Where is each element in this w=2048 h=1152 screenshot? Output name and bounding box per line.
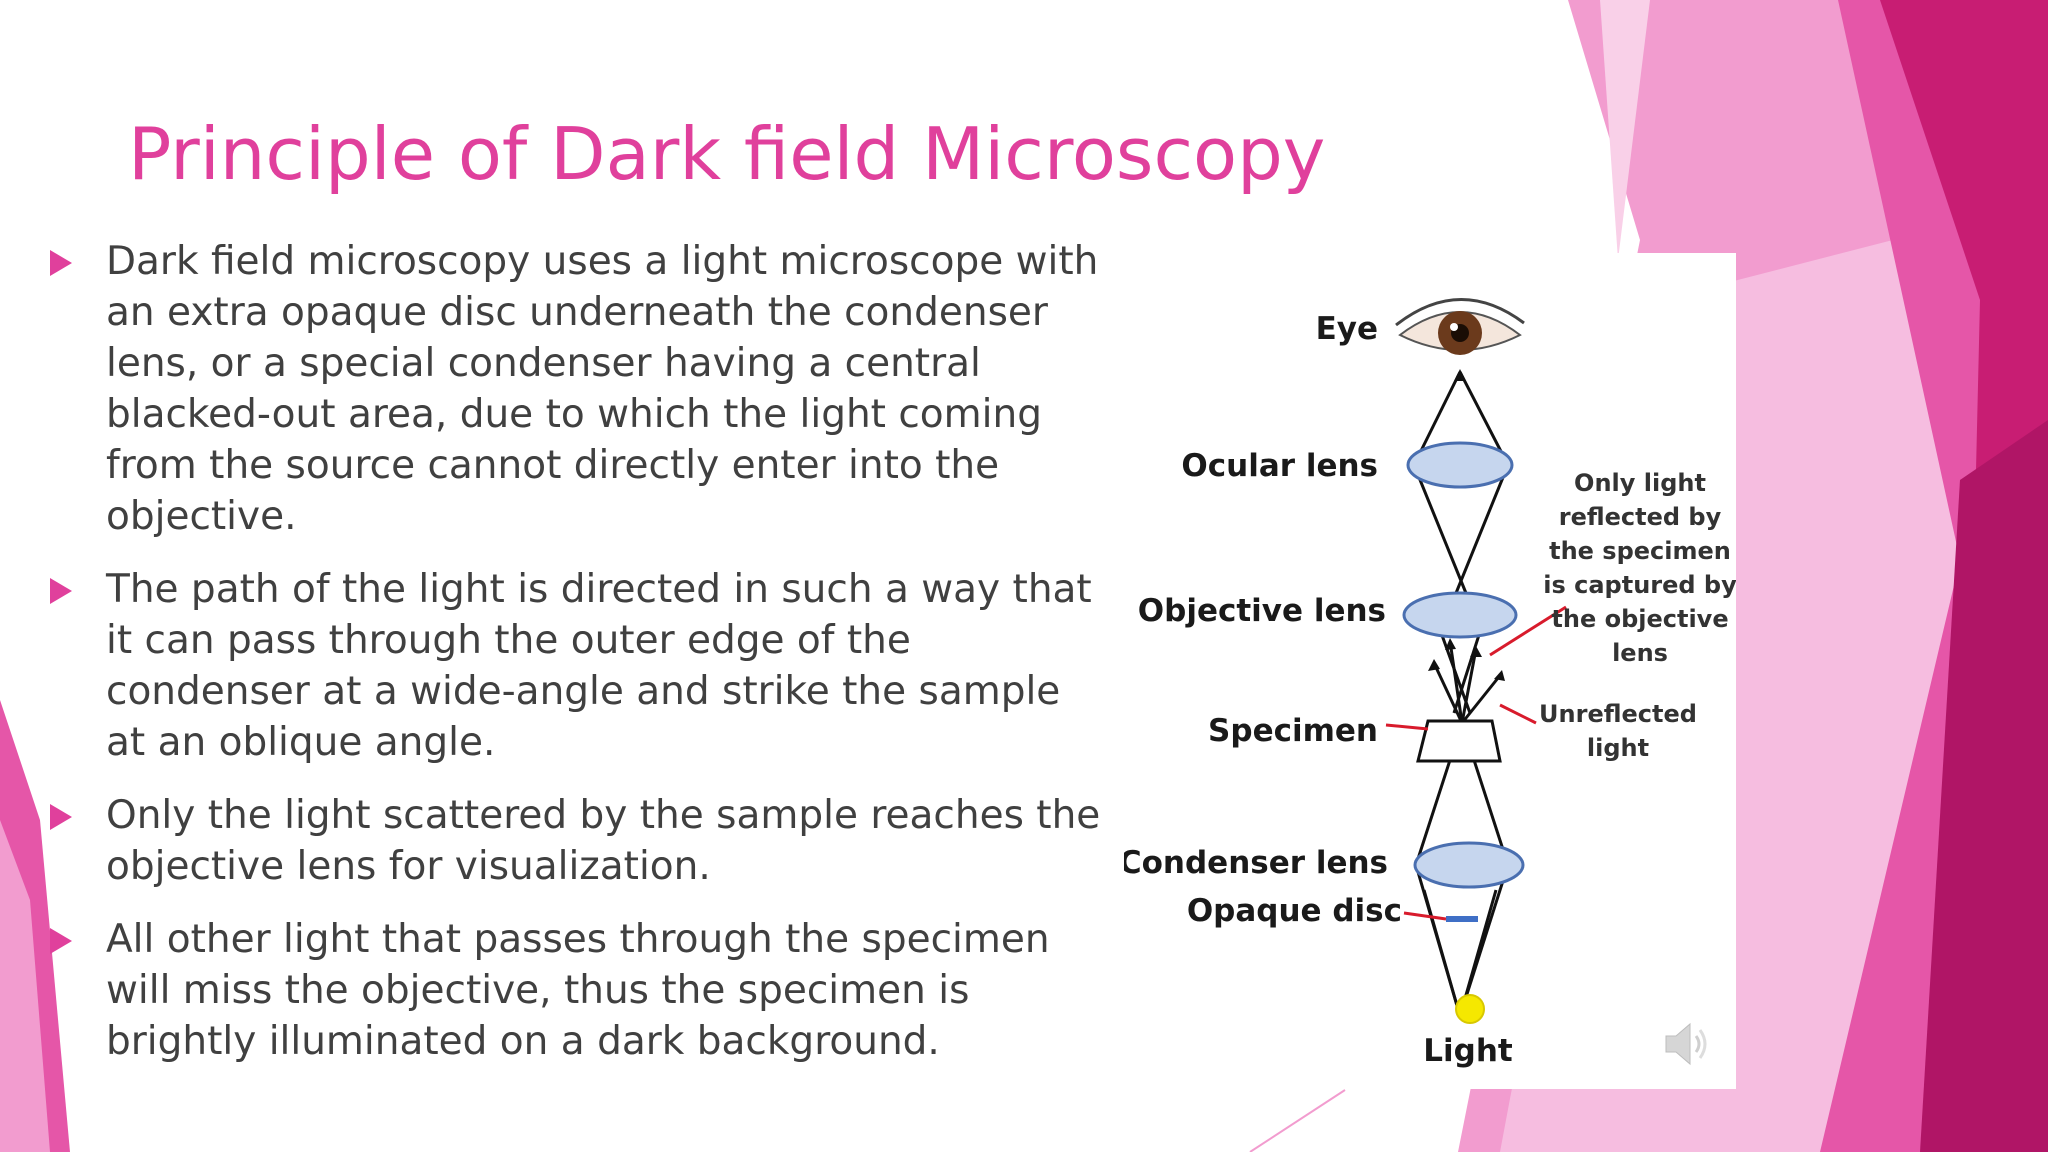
triangle-right-icon bbox=[50, 578, 72, 604]
note-reflected-line: the specimen bbox=[1549, 537, 1731, 565]
pointer-lines bbox=[1385, 605, 1567, 921]
label-eye: Eye bbox=[1316, 311, 1378, 347]
label-light: Light bbox=[1423, 1033, 1513, 1069]
label-objective-lens: Objective lens bbox=[1138, 593, 1386, 629]
dark-field-diagram: Eye bbox=[1124, 253, 1736, 1089]
bg-shape-sliver bbox=[1600, 0, 1650, 260]
note-reflected-line: the objective bbox=[1551, 605, 1728, 633]
speaker-icon[interactable] bbox=[1662, 1020, 1714, 1068]
bullet-text: Dark field microscopy uses a light micro… bbox=[106, 239, 1099, 539]
triangle-right-icon bbox=[50, 804, 72, 830]
bg-shape-darkest bbox=[1920, 420, 2048, 1152]
note-unreflected-line: light bbox=[1587, 734, 1649, 762]
list-item: The path of the light is directed in suc… bbox=[50, 564, 1110, 768]
bullet-list: Dark field microscopy uses a light micro… bbox=[50, 236, 1110, 1089]
note-reflected: Only light reflected by the specimen is … bbox=[1543, 469, 1736, 667]
condenser-lens-shape bbox=[1413, 841, 1525, 889]
note-reflected-line: Only light bbox=[1574, 469, 1706, 497]
list-item: Dark field microscopy uses a light micro… bbox=[50, 236, 1110, 542]
ray-arrowheads bbox=[1428, 369, 1505, 681]
bg-line bbox=[1249, 1089, 1346, 1152]
note-unreflected: Unreflected light bbox=[1539, 700, 1697, 762]
bg-shape-left-light bbox=[0, 820, 50, 1152]
label-condenser-lens: Condenser lens bbox=[1124, 845, 1388, 881]
light-source-icon bbox=[1455, 994, 1485, 1024]
triangle-right-icon bbox=[50, 250, 72, 276]
label-ocular-lens: Ocular lens bbox=[1181, 448, 1378, 484]
page-title: Principle of Dark field Microscopy bbox=[128, 112, 1326, 196]
eye-icon bbox=[1395, 298, 1525, 355]
bullet-text: Only the light scattered by the sample r… bbox=[106, 793, 1101, 889]
ocular-lens-shape bbox=[1406, 441, 1514, 489]
bullet-text: All other light that passes through the … bbox=[106, 917, 1050, 1064]
specimen-slide bbox=[1416, 719, 1502, 763]
triangle-right-icon bbox=[50, 928, 72, 954]
note-reflected-line: lens bbox=[1612, 639, 1668, 667]
diagram-svg: Eye bbox=[1124, 298, 1736, 1069]
label-opaque-disc: Opaque disc bbox=[1187, 893, 1402, 929]
list-item: Only the light scattered by the sample r… bbox=[50, 790, 1110, 892]
note-reflected-line: reflected by bbox=[1559, 503, 1722, 531]
light-rays bbox=[1412, 371, 1510, 1017]
note-unreflected-line: Unreflected bbox=[1539, 700, 1697, 728]
label-specimen: Specimen bbox=[1208, 713, 1378, 749]
objective-lens-shape bbox=[1402, 591, 1518, 639]
bullet-text: The path of the light is directed in suc… bbox=[106, 567, 1092, 765]
note-reflected-line: is captured by bbox=[1543, 571, 1736, 599]
opaque-disc-shape bbox=[1446, 916, 1478, 922]
list-item: All other light that passes through the … bbox=[50, 914, 1110, 1067]
